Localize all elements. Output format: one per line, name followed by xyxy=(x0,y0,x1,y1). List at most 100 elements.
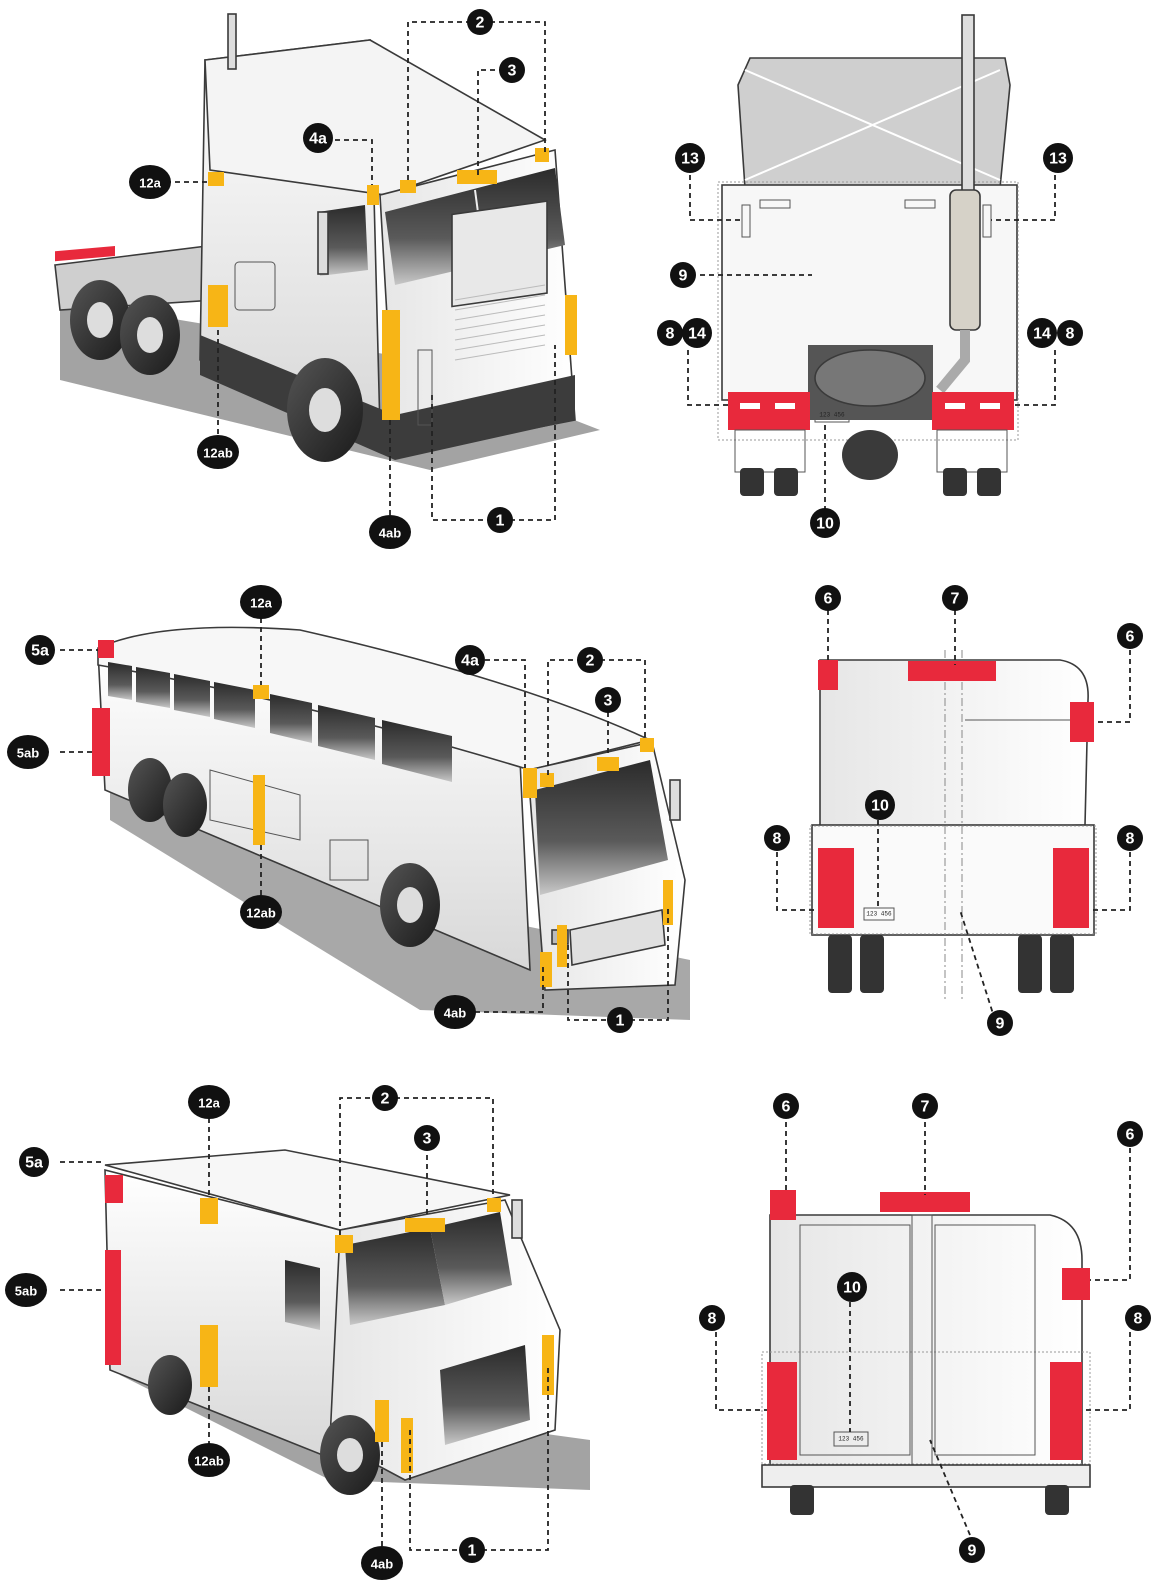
truck-exhaust-stack xyxy=(228,14,236,69)
bus-marking-5a xyxy=(98,640,114,658)
bus-rear-view: 123 456 xyxy=(777,610,1130,1020)
van-marking-8-left xyxy=(767,1362,797,1460)
badge-label: 13 xyxy=(1049,151,1067,168)
truck-fifth-wheel xyxy=(815,350,925,406)
badge-label: 14 xyxy=(688,326,706,343)
bus-front-badge-12ab: 12ab xyxy=(240,895,282,929)
van-rear-badge-10: 10 xyxy=(837,1272,867,1302)
badge-label: 8 xyxy=(708,1311,717,1328)
truck-rear-badge-14: 14 xyxy=(1027,318,1057,348)
badge-label: 6 xyxy=(782,1099,791,1116)
van-front-view xyxy=(60,1098,590,1550)
truck-rear-muffler xyxy=(950,190,980,330)
truck-front-hub xyxy=(309,388,341,432)
badge-label: 3 xyxy=(423,1131,432,1148)
bus-marking-8-left xyxy=(818,848,854,928)
truck-rear-badge-13: 13 xyxy=(1043,143,1073,173)
bus-front-badge-2: 2 xyxy=(577,647,603,673)
badge-label: 12a xyxy=(250,596,272,611)
badge-label: 8 xyxy=(1126,831,1135,848)
truck-marking-4a xyxy=(367,185,379,205)
badge-label: 5a xyxy=(25,1155,43,1172)
bus-front-view xyxy=(60,618,690,1020)
bus-marking-4a xyxy=(523,768,537,798)
badge-label: 9 xyxy=(679,268,688,285)
bus-marking-8-right xyxy=(1053,848,1089,928)
truck-rear-hub xyxy=(137,317,163,353)
badge-label: 6 xyxy=(824,591,833,608)
badge-label: 2 xyxy=(476,15,485,32)
badge-label: 4a xyxy=(461,653,479,670)
truck-side-mirror xyxy=(318,212,328,274)
truck-rear-mudflap-left xyxy=(735,430,805,472)
badge-label: 9 xyxy=(968,1543,977,1560)
bus-marking-2-right xyxy=(640,738,654,752)
bus-rear-badge-6: 6 xyxy=(1117,623,1143,649)
badge-label: 10 xyxy=(871,798,889,815)
van-front-hub xyxy=(337,1438,363,1472)
badge-label: 7 xyxy=(921,1099,930,1116)
truck-front-badge-12ab: 12ab xyxy=(197,435,239,469)
van-front-badge-3: 3 xyxy=(414,1125,440,1151)
van-side-window xyxy=(285,1260,320,1330)
van-marking-3 xyxy=(405,1218,445,1232)
bus-marking-7 xyxy=(908,661,996,681)
van-rear-badge-8: 8 xyxy=(699,1305,725,1331)
badge-label: 8 xyxy=(1066,326,1075,343)
badge-label: 4ab xyxy=(379,526,401,541)
badge-label: 12a xyxy=(139,176,161,191)
badge-label: 5ab xyxy=(17,746,39,761)
van-marking-8-right xyxy=(1050,1362,1082,1460)
bus-marking-6-right xyxy=(1070,702,1094,742)
van-rear-badge-6: 6 xyxy=(1117,1121,1143,1147)
badge-label: 12ab xyxy=(246,906,276,921)
badge-label: 2 xyxy=(381,1091,390,1108)
van-marking-5a xyxy=(105,1175,123,1203)
truck-front-badge-3: 3 xyxy=(499,57,525,83)
truck-grille xyxy=(452,201,547,306)
van-rear-badge-6: 6 xyxy=(773,1093,799,1119)
bus-side-mirror xyxy=(670,780,680,820)
badge-label: 10 xyxy=(843,1280,861,1297)
truck-marking-3 xyxy=(457,170,497,184)
truck-rear-exhaust xyxy=(962,15,974,205)
van-rear-badge-9: 9 xyxy=(959,1537,985,1563)
truck-rear-view: 123 456 xyxy=(688,15,1055,510)
bus-front-badge-5a: 5a xyxy=(25,635,55,665)
badge-label: 5ab xyxy=(15,1284,37,1299)
truck-front-badge-4ab: 4ab xyxy=(369,515,411,549)
truck-front-badge-12a: 12a xyxy=(129,165,171,199)
bus-rear-lower-body xyxy=(812,825,1094,935)
badge-label: 5a xyxy=(31,643,49,660)
badge-label: 14 xyxy=(1033,326,1051,343)
bus-rear-badge-7: 7 xyxy=(942,585,968,611)
badge-label: 6 xyxy=(1126,629,1135,646)
bus-marking-3 xyxy=(597,757,619,771)
van-marking-2-right xyxy=(487,1198,501,1212)
bus-rear-badge-8: 8 xyxy=(764,825,790,851)
truck-marking-1-right xyxy=(565,295,577,355)
bus-rear-badge-6: 6 xyxy=(815,585,841,611)
van-rear-plate-text: 123 456 xyxy=(838,1436,864,1443)
van-marking-1-left xyxy=(401,1418,413,1473)
badge-label: 13 xyxy=(681,151,699,168)
bus-marking-12a xyxy=(253,685,269,699)
truck-marking-12a xyxy=(208,172,224,186)
badge-label: 4ab xyxy=(444,1006,466,1021)
truck-marking-2-right xyxy=(535,148,549,162)
truck-front-badge-4a: 4a xyxy=(303,123,333,153)
badge-label: 1 xyxy=(468,1543,477,1560)
truck-rear-badge-10: 10 xyxy=(810,508,840,538)
badge-label: 7 xyxy=(951,591,960,608)
bus-front-badge-12a: 12a xyxy=(240,585,282,619)
bus-marking-2-left xyxy=(540,773,554,787)
bus-front-badge-1: 1 xyxy=(607,1007,633,1033)
van-rear-view: 123 456 xyxy=(716,1122,1130,1535)
bus-marking-1-left xyxy=(557,925,567,967)
badge-label: 1 xyxy=(496,513,505,530)
truck-marking-12ab xyxy=(208,285,228,327)
bus-rear-wheels xyxy=(828,935,1074,993)
truck-marking-2-left xyxy=(400,180,416,193)
bus-front-badge-3: 3 xyxy=(595,687,621,713)
